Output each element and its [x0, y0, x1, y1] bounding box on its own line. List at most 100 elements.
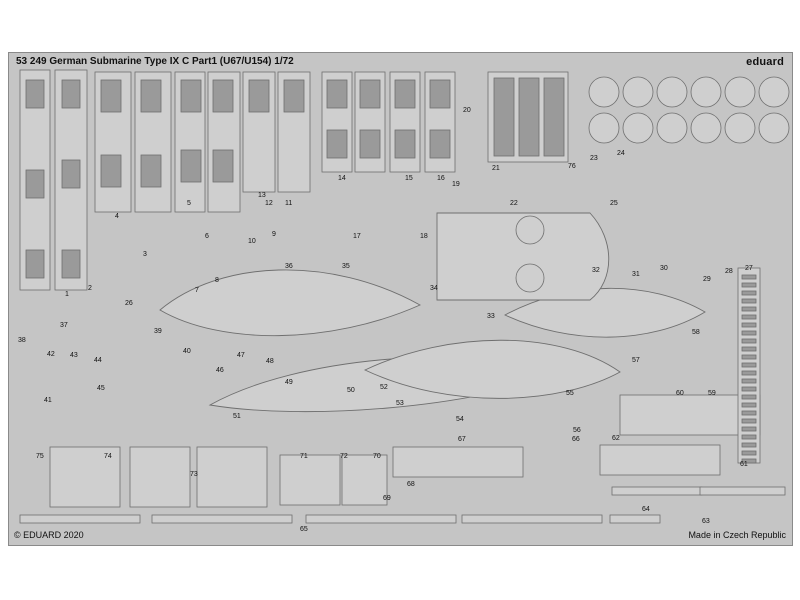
part-number-53: 53 [396, 400, 404, 407]
etched-ladder-rung [741, 410, 757, 416]
etched-disc [588, 112, 620, 144]
part-number-28: 28 [725, 268, 733, 275]
part-number-37: 37 [60, 322, 68, 329]
part-number-39: 39 [154, 328, 162, 335]
etched-ladder-rung [741, 322, 757, 328]
part-number-41: 41 [44, 397, 52, 404]
part-number-74: 74 [104, 453, 112, 460]
part-number-25: 25 [610, 200, 618, 207]
etched-hatch [248, 79, 270, 113]
part-number-8: 8 [215, 277, 219, 284]
etched-hatch [326, 79, 348, 109]
etched-hatch [100, 154, 122, 188]
brand-logo: eduard [746, 56, 784, 68]
etched-disc [724, 76, 756, 108]
part-number-60: 60 [676, 390, 684, 397]
etched-hatch [61, 79, 81, 109]
part-number-65: 65 [300, 526, 308, 533]
part-number-38: 38 [18, 337, 26, 344]
etched-hatch [429, 79, 451, 109]
part-number-49: 49 [285, 379, 293, 386]
etched-ladder-rung [741, 418, 757, 424]
part-number-59: 59 [708, 390, 716, 397]
etched-frame [279, 454, 341, 506]
part-number-1: 1 [65, 291, 69, 298]
etched-disc [690, 76, 722, 108]
sheet-title: 53 249 German Submarine Type IX C Part1 … [16, 56, 294, 67]
part-number-64: 64 [642, 506, 650, 513]
part-number-26: 26 [125, 300, 133, 307]
etched-ladder-rung [741, 370, 757, 376]
part-number-17: 17 [353, 233, 361, 240]
part-number-51: 51 [233, 413, 241, 420]
made-in-text: Made in Czech Republic [688, 530, 786, 540]
etched-disc [656, 112, 688, 144]
part-number-35: 35 [342, 263, 350, 270]
part-number-67: 67 [458, 436, 466, 443]
part-number-70: 70 [373, 453, 381, 460]
etched-hatch [394, 129, 416, 159]
etched-hatch [359, 79, 381, 109]
etched-hatch [326, 129, 348, 159]
etched-disc [515, 263, 545, 293]
part-number-46: 46 [216, 367, 224, 374]
part-number-20: 20 [463, 107, 471, 114]
etched-hatch [180, 149, 202, 183]
etched-frame [49, 446, 121, 508]
etched-strip [19, 514, 141, 524]
etched-ladder-rung [741, 274, 757, 280]
part-number-36: 36 [285, 263, 293, 270]
etched-frame [392, 446, 524, 478]
etched-hatch [283, 79, 305, 113]
etched-grille-bar [493, 77, 515, 157]
etched-ladder-rung [741, 362, 757, 368]
etched-frame [129, 446, 191, 508]
etched-disc [588, 76, 620, 108]
part-number-45: 45 [97, 385, 105, 392]
deck-plate-3 [363, 339, 621, 399]
etched-hatch [25, 79, 45, 109]
etched-disc [724, 112, 756, 144]
part-number-40: 40 [183, 348, 191, 355]
part-number-63: 63 [702, 518, 710, 525]
part-number-69: 69 [383, 495, 391, 502]
part-number-73: 73 [190, 471, 198, 478]
part-number-19: 19 [452, 181, 460, 188]
deck-plate-1 [159, 269, 422, 337]
etched-disc [690, 112, 722, 144]
etched-strip [609, 514, 661, 524]
etched-ladder-rung [741, 450, 757, 456]
etched-parts [19, 69, 790, 524]
etched-ladder-rung [741, 282, 757, 288]
part-number-16: 16 [437, 175, 445, 182]
etched-strip [611, 486, 703, 496]
conning-plate [436, 212, 610, 301]
etched-hatch [100, 79, 122, 113]
part-number-61: 61 [740, 461, 748, 468]
etched-frame [341, 454, 388, 506]
etched-ladder-rung [741, 426, 757, 432]
etched-ladder-rung [741, 338, 757, 344]
etched-ladder-rung [741, 434, 757, 440]
part-number-15: 15 [405, 175, 413, 182]
part-number-14: 14 [338, 175, 346, 182]
etched-hatch [61, 159, 81, 189]
etched-strip [305, 514, 457, 524]
part-number-43: 43 [70, 352, 78, 359]
part-number-22: 22 [510, 200, 518, 207]
part-number-6: 6 [205, 233, 209, 240]
part-number-56: 56 [573, 427, 581, 434]
etched-strip [151, 514, 293, 524]
etched-strip [461, 514, 603, 524]
etched-hatch [25, 169, 45, 199]
etched-ladder-rung [741, 298, 757, 304]
part-number-5: 5 [187, 200, 191, 207]
etched-ladder-rung [741, 314, 757, 320]
etched-ladder-rung [741, 442, 757, 448]
etched-ladder-rung [741, 306, 757, 312]
part-number-32: 32 [592, 267, 600, 274]
etched-frame [196, 446, 268, 508]
